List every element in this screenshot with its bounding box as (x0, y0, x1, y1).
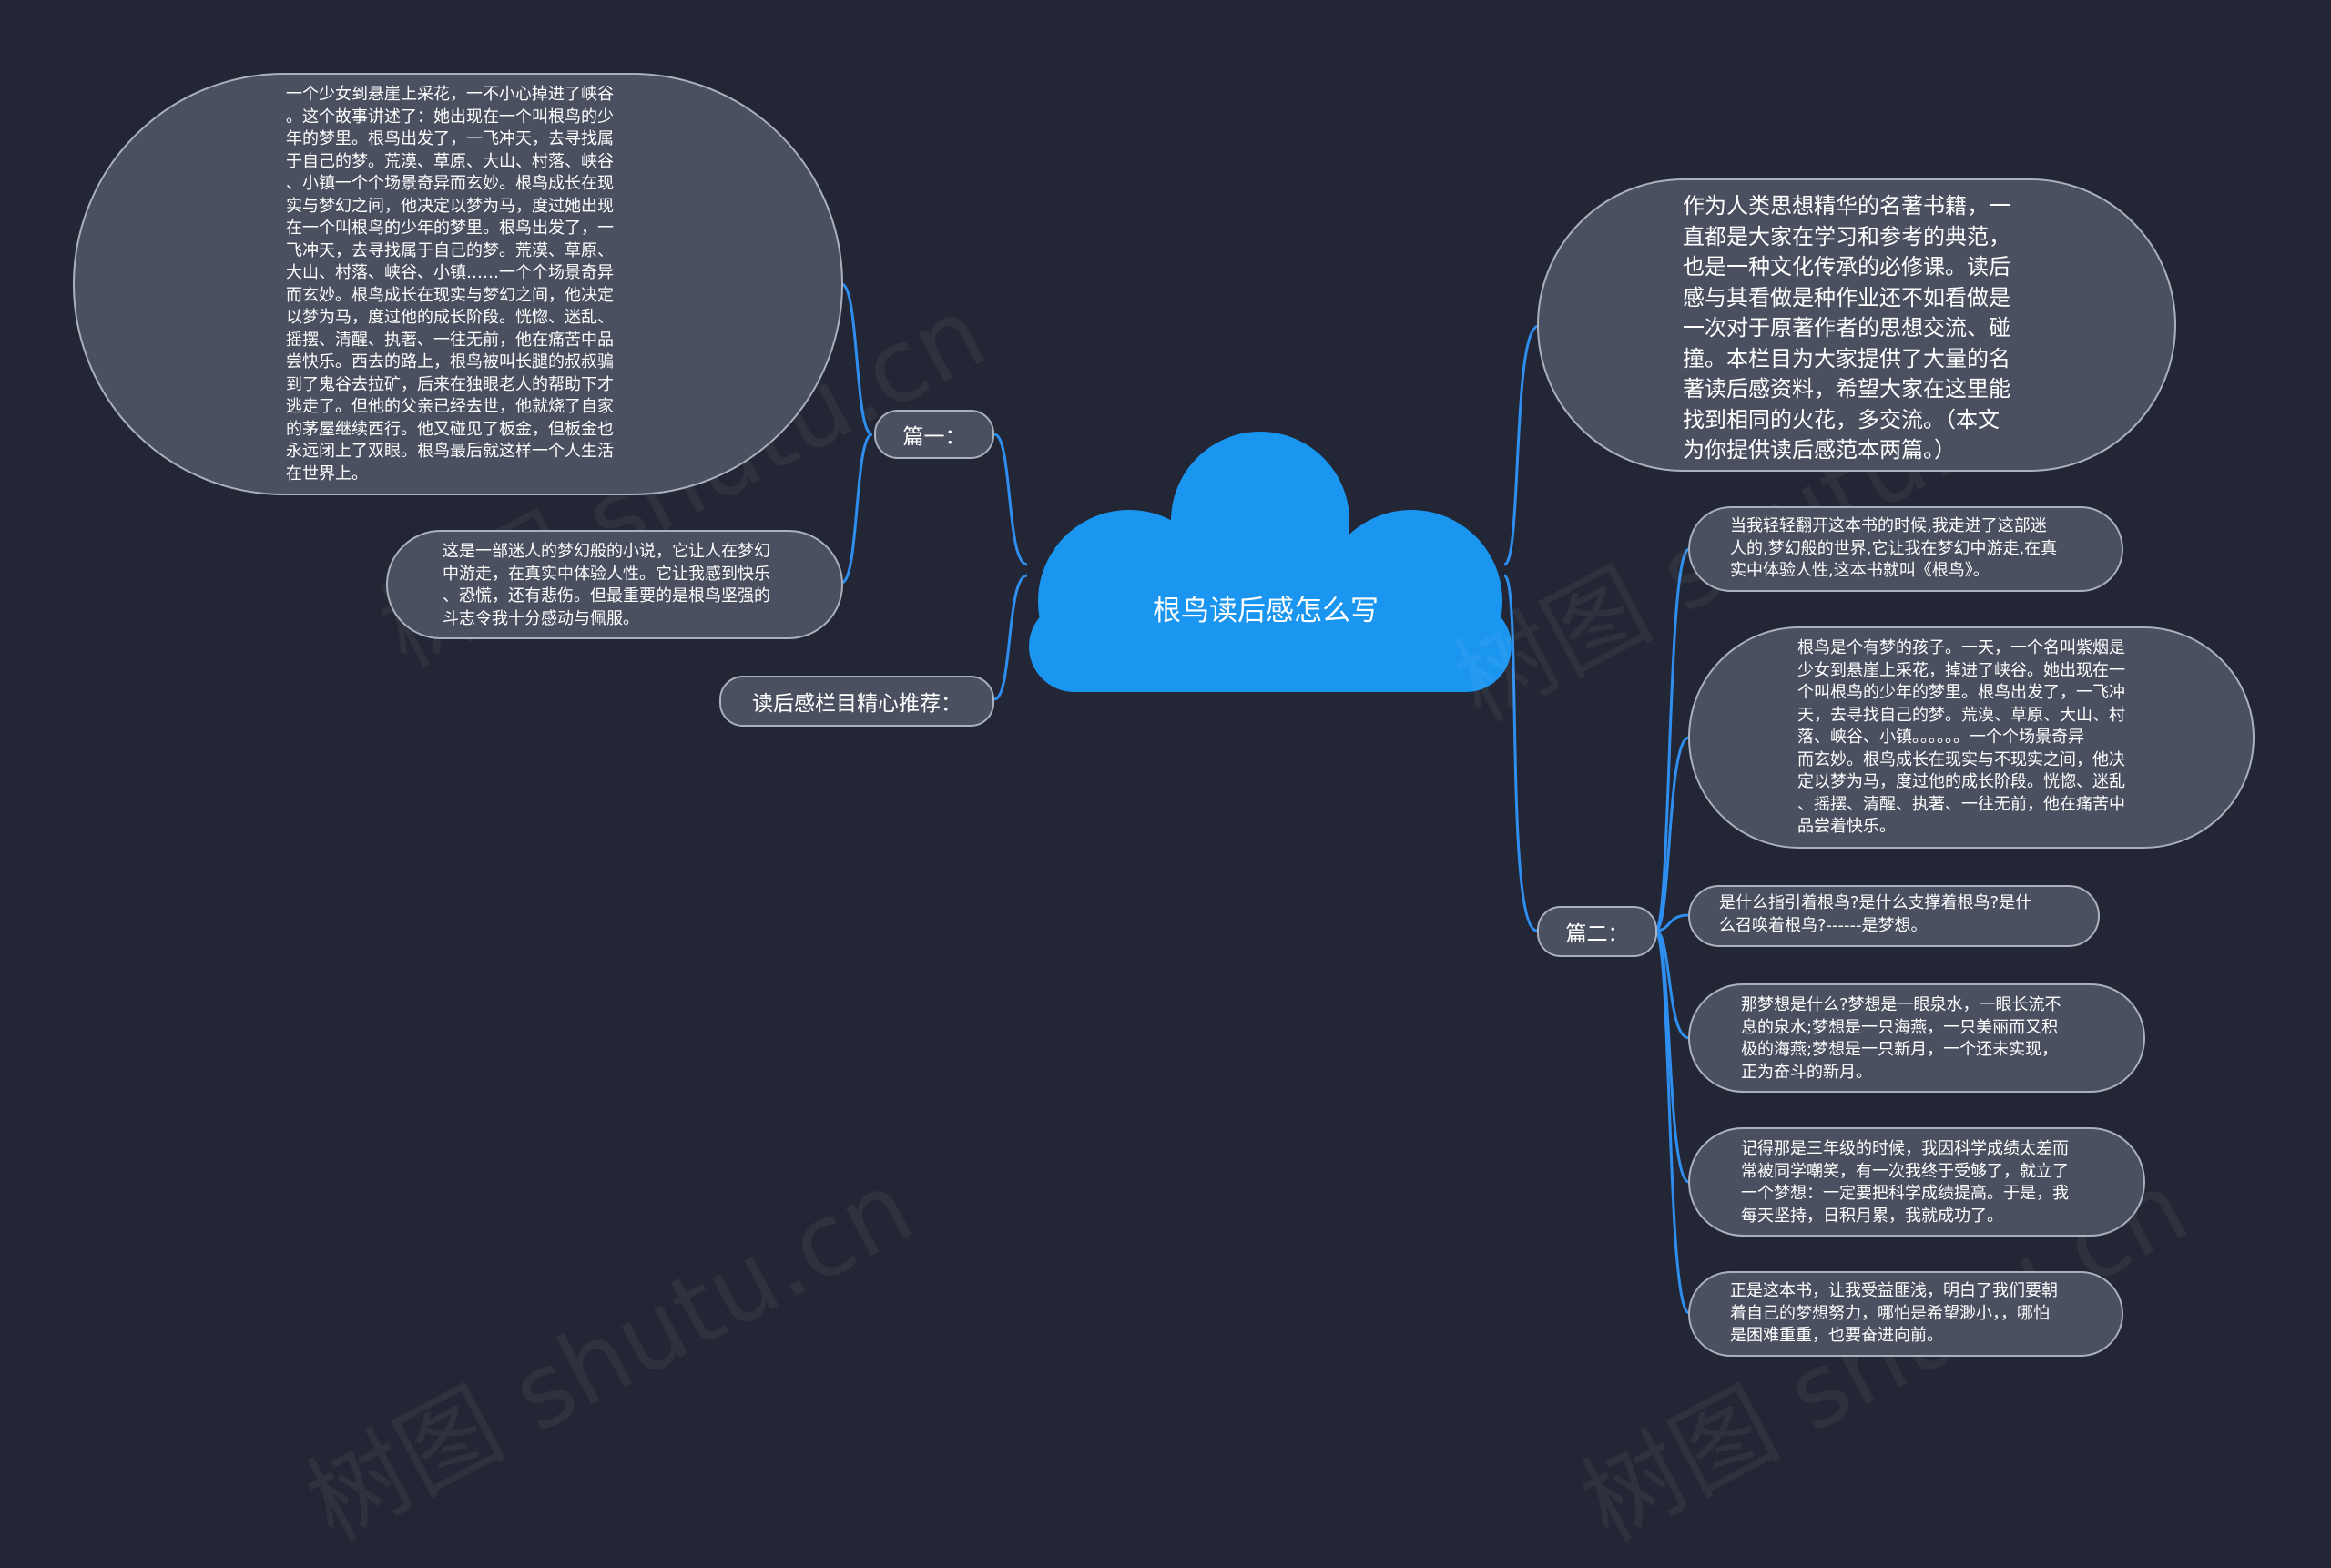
link-center-intro (1502, 324, 1540, 566)
note-branch2-6[interactable]: 正是这本书，让我受益匪浅，明白了我们要朝 着自己的梦想努力，哪怕是希望渺小，，哪… (1688, 1271, 2123, 1357)
central-topic[interactable]: 根鸟读后感怎么写 (1153, 595, 1379, 627)
note-branch2-2-text: 根鸟是个有梦的孩子。一天，一个名叫紫烟是 少女到悬崖上采花，掉进了峡谷。她出现在… (1797, 638, 2125, 836)
note-branch2-5[interactable]: 记得那是三年级的时候，我因科学成绩太差而 常被同学嘲笑，有一次我终于受够了，就立… (1688, 1127, 2145, 1237)
link-branch2-note5 (1654, 929, 1690, 1184)
note-branch1-story[interactable]: 一个少女到悬崖上采花，一不小心掉进了峡谷 。这个故事讲述了：她出现在一个叫根鸟的… (73, 73, 843, 495)
note-intro[interactable]: 作为人类思想精华的名著书籍，一 直都是大家在学习和参考的典范， 也是一种文化传承… (1537, 178, 2176, 472)
note-branch2-3-text: 是什么指引着根鸟?是什么支撑着根鸟?是什 么召唤着根鸟?------是梦想。 (1719, 893, 2032, 935)
note-branch1-review-text: 这是一部迷人的梦幻般的小说，它让人在梦幻 中游走，在真实中体验人性。它让我感到快… (443, 542, 770, 628)
link-branch2-note2 (1654, 736, 1690, 932)
note-branch2-4[interactable]: 那梦想是什么?梦想是一眼泉水，一眼长流不 息的泉水;梦想是一只海燕，一只美丽而又… (1688, 983, 2145, 1093)
central-cloud-shape (1029, 432, 1512, 692)
note-branch2-4-text: 那梦想是什么?梦想是一眼泉水，一眼长流不 息的泉水;梦想是一只海燕，一只美丽而又… (1741, 995, 2061, 1082)
link-branch2-note4 (1654, 929, 1690, 1040)
topic-branch2[interactable]: 篇二： (1537, 906, 1657, 957)
topic-branch1[interactable]: 篇一： (874, 410, 994, 459)
link-branch2-note6 (1654, 929, 1691, 1315)
link-branch1-note1 (840, 282, 873, 436)
link-branch2-note3 (1654, 913, 1690, 932)
topic-branch2-label: 篇二： (1565, 922, 1629, 946)
link-center-branch3 (993, 574, 1028, 701)
topic-branch3[interactable]: 读后感栏目精心推荐： (719, 676, 994, 727)
note-branch2-3[interactable]: 是什么指引着根鸟?是什么支撑着根鸟?是什 么召唤着根鸟?------是梦想。 (1688, 885, 2100, 947)
note-branch2-6-text: 正是这本书，让我受益匪浅，明白了我们要朝 着自己的梦想努力，哪怕是希望渺小，，哪… (1730, 1281, 2058, 1345)
note-branch2-1[interactable]: 当我轻轻翻开这本书的时候,我走进了这部迷 人的,梦幻般的世界,它让我在梦幻中游走… (1688, 506, 2123, 592)
note-branch1-review[interactable]: 这是一部迷人的梦幻般的小说，它让人在梦幻 中游走，在真实中体验人性。它让我感到快… (386, 530, 843, 639)
link-branch2-note1 (1654, 547, 1691, 932)
note-branch2-5-text: 记得那是三年级的时候，我因科学成绩太差而 常被同学嘲笑，有一次我终于受够了，就立… (1741, 1139, 2069, 1226)
note-intro-text: 作为人类思想精华的名著书籍，一 直都是大家在学习和参考的典范， 也是一种文化传承… (1683, 193, 2010, 463)
topic-branch3-label: 读后感栏目精心推荐： (752, 692, 962, 716)
topic-branch1-label: 篇一： (902, 425, 966, 449)
connector-lines (840, 282, 1691, 1315)
link-center-branch2 (1502, 574, 1538, 932)
note-branch2-1-text: 当我轻轻翻开这本书的时候,我走进了这部迷 人的,梦幻般的世界,它让我在梦幻中游走… (1730, 516, 2058, 580)
note-branch1-story-text: 一个少女到悬崖上采花，一不小心掉进了峡谷 。这个故事讲述了：她出现在一个叫根鸟的… (286, 85, 614, 484)
note-branch2-2[interactable]: 根鸟是个有梦的孩子。一天，一个名叫紫烟是 少女到悬崖上采花，掉进了峡谷。她出现在… (1688, 626, 2255, 849)
link-branch1-note2 (840, 433, 873, 585)
link-center-branch1 (993, 433, 1028, 566)
